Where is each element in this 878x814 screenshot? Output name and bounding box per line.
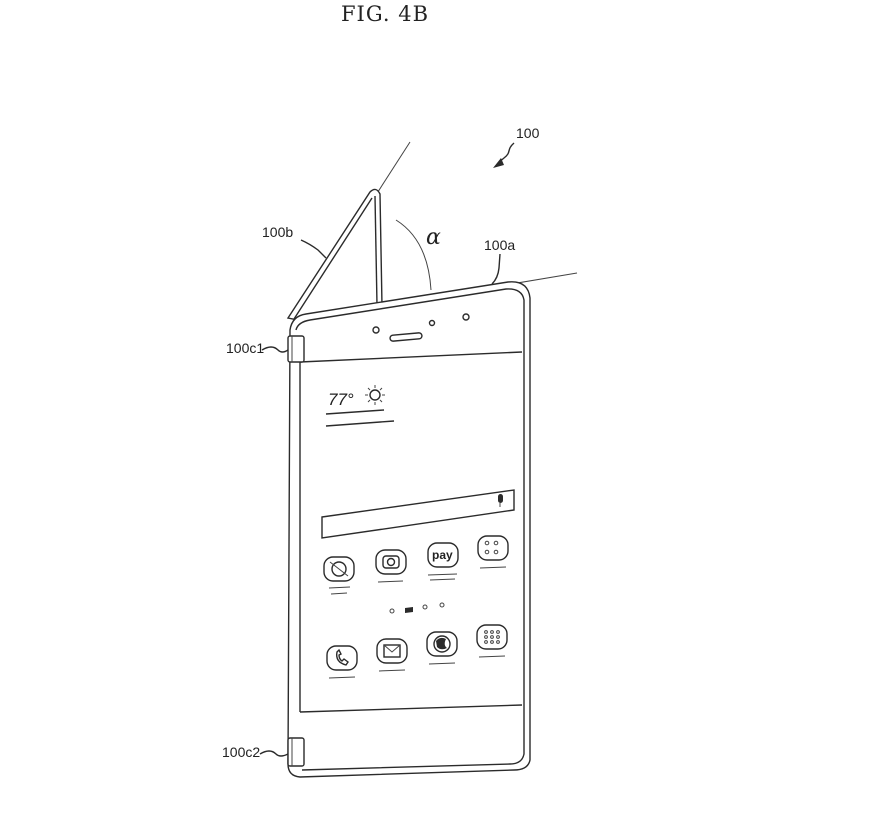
screen-bottom-edge xyxy=(299,704,523,713)
leader-hinge-bottom xyxy=(259,750,289,757)
label-second-body: 100b xyxy=(262,224,293,240)
pay-icon-label: pay xyxy=(432,548,453,562)
apps-grid-icon[interactable] xyxy=(476,624,508,658)
camera-icon xyxy=(428,319,436,327)
angle-arc xyxy=(395,219,432,291)
weather-underline xyxy=(325,420,395,427)
first-body xyxy=(287,281,531,778)
weather-temperature: 77° xyxy=(328,390,354,409)
speaker-grille xyxy=(389,332,423,342)
leader-first-body xyxy=(491,253,501,285)
pay-app-icon[interactable]: pay xyxy=(427,542,459,581)
angle-symbol: α xyxy=(426,225,441,250)
search-bar[interactable] xyxy=(321,489,515,539)
label-hinge-bottom: 100c2 xyxy=(222,744,260,760)
label-hinge-top: 100c1 xyxy=(226,340,264,356)
second-body-inner-edge xyxy=(374,195,378,306)
label-first-body: 100a xyxy=(484,237,515,253)
page-indicator xyxy=(389,602,445,614)
sun-icon xyxy=(365,385,385,405)
folder-app-icon[interactable] xyxy=(477,535,509,569)
figure-title: FIG. 4B xyxy=(340,2,430,26)
hinge-top xyxy=(287,335,305,363)
weather-underline xyxy=(325,409,385,415)
screen-top-edge xyxy=(299,351,523,363)
mic-icon[interactable] xyxy=(498,494,503,507)
camera-app-icon[interactable] xyxy=(375,549,407,583)
hinge-bottom xyxy=(287,737,305,767)
leader-second-body xyxy=(300,239,327,259)
message-app-icon[interactable] xyxy=(376,638,408,672)
phone-app-icon[interactable] xyxy=(326,645,358,679)
browser-app-icon[interactable] xyxy=(426,631,458,665)
second-body-edge xyxy=(293,197,373,320)
leader-hinge-top xyxy=(261,346,289,353)
sensor-icon xyxy=(372,326,380,334)
arrowhead-device xyxy=(493,158,504,168)
first-body-inner-rim xyxy=(295,288,525,771)
app-icon-1[interactable] xyxy=(323,556,355,595)
label-device: 100 xyxy=(516,125,540,141)
leader-device xyxy=(497,142,515,164)
sensor-icon xyxy=(462,313,470,321)
